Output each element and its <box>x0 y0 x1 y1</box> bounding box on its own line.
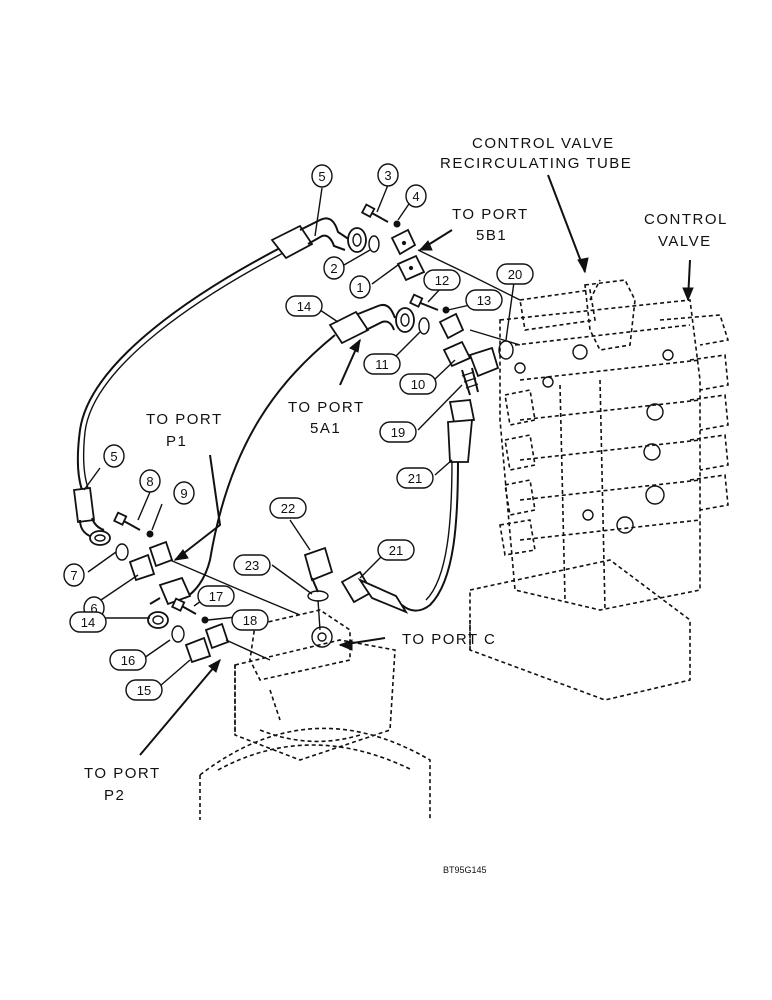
svg-text:7: 7 <box>70 568 77 583</box>
svg-text:10: 10 <box>411 377 425 392</box>
label-control-valve-tube-line1: CONTROL VALVE <box>472 135 615 152</box>
callout-19: 19 <box>379 421 417 443</box>
svg-text:8: 8 <box>146 474 153 489</box>
svg-text:5: 5 <box>318 169 325 184</box>
fittings <box>72 203 521 664</box>
callout-10: 10 <box>399 373 437 395</box>
split-flange-15a <box>184 636 212 664</box>
callouts: 5 3 4 2 1 12 13 20 14 11 10 19 21 5 8 9 … <box>63 163 534 701</box>
label-to-port-5b1-line2: 5B1 <box>476 227 507 244</box>
fitting-21-nut <box>448 399 476 423</box>
label-to-port-5a1-line2: 5A1 <box>310 420 341 437</box>
label-to-port-p2-line2: P2 <box>104 787 125 804</box>
flange-14-upper <box>395 307 415 333</box>
o-ring-11 <box>418 317 430 335</box>
callout-14-upper: 14 <box>285 295 323 317</box>
swing-motor <box>199 609 431 820</box>
svg-text:16: 16 <box>121 653 135 668</box>
callout-5-upper: 5 <box>311 164 333 188</box>
callout-21-lower: 21 <box>377 539 415 561</box>
callout-1: 1 <box>349 275 371 299</box>
split-flange-10a <box>438 312 465 340</box>
callout-18: 18 <box>231 609 269 631</box>
svg-text:21: 21 <box>389 543 403 558</box>
svg-text:2: 2 <box>330 261 337 276</box>
callout-9: 9 <box>173 481 195 505</box>
svg-text:14: 14 <box>297 299 311 314</box>
label-control-valve-tube-line2: RECIRCULATING TUBE <box>440 155 632 172</box>
svg-text:6: 6 <box>90 601 97 616</box>
label-to-port-p1-line1: TO PORT <box>146 411 223 428</box>
callout-2: 2 <box>323 256 345 280</box>
split-flange-6a <box>128 553 156 582</box>
callout-4: 4 <box>405 184 427 208</box>
callout-11: 11 <box>363 353 401 375</box>
svg-text:22: 22 <box>281 501 295 516</box>
svg-text:11: 11 <box>375 357 389 372</box>
label-control-valve-line1: CONTROL <box>644 211 728 228</box>
text-labels: CONTROL VALVE RECIRCULATING TUBE CONTROL… <box>84 135 728 875</box>
svg-text:21: 21 <box>408 471 422 486</box>
callout-7: 7 <box>63 563 85 587</box>
hoses <box>76 247 459 612</box>
callout-20: 20 <box>496 263 534 285</box>
o-ring-20 <box>498 340 514 360</box>
svg-text:12: 12 <box>435 273 449 288</box>
hose-14-crimp-lower <box>158 576 192 606</box>
label-to-port-5b1-line1: TO PORT <box>452 206 529 223</box>
o-ring-2 <box>368 235 380 253</box>
hose-5-crimp-upper <box>270 224 314 260</box>
callout-16: 16 <box>109 649 147 671</box>
elbow-19 <box>468 346 500 378</box>
callout-21-upper: 21 <box>396 467 434 489</box>
svg-text:23: 23 <box>245 558 259 573</box>
label-to-port-p2-line1: TO PORT <box>84 765 161 782</box>
fitting-21-lower-crimp <box>357 577 409 614</box>
svg-text:5: 5 <box>110 449 117 464</box>
callout-14-lower: 14 <box>69 611 107 633</box>
svg-text:9: 9 <box>180 486 187 501</box>
callout-22: 22 <box>269 497 307 519</box>
svg-text:13: 13 <box>477 293 491 308</box>
label-to-port-5a1-line1: TO PORT <box>288 399 365 416</box>
callout-5-lower: 5 <box>103 444 125 468</box>
leader-lines <box>83 174 694 756</box>
o-ring-16 <box>171 625 185 643</box>
label-control-valve-line2: VALVE <box>658 233 712 250</box>
svg-text:1: 1 <box>356 280 363 295</box>
split-flange-6b <box>148 540 174 568</box>
split-flange-15b <box>204 622 230 650</box>
svg-text:20: 20 <box>508 267 522 282</box>
fitting-21-crimp <box>447 419 473 463</box>
drawing-code: BT95G145 <box>443 865 487 875</box>
svg-text:4: 4 <box>412 189 419 204</box>
callout-23: 23 <box>233 554 271 576</box>
svg-text:19: 19 <box>391 425 405 440</box>
callout-3: 3 <box>377 163 399 187</box>
svg-text:17: 17 <box>209 589 223 604</box>
callout-15: 15 <box>125 679 163 701</box>
hose-14-crimp <box>328 310 370 345</box>
hose-5-crimp-lower <box>72 486 96 524</box>
svg-text:18: 18 <box>243 613 257 628</box>
label-to-port-c: TO PORT C <box>402 631 496 648</box>
svg-text:3: 3 <box>384 168 391 183</box>
callout-17: 17 <box>197 585 235 607</box>
split-flange-10b <box>442 340 472 368</box>
callout-12: 12 <box>423 269 461 291</box>
flange-5-lower <box>89 530 111 546</box>
label-to-port-p1-line2: P1 <box>166 433 187 450</box>
svg-text:15: 15 <box>137 683 151 698</box>
callout-13: 13 <box>465 289 503 311</box>
flange-14-lower <box>147 611 169 629</box>
o-ring-7 <box>115 543 129 561</box>
control-valve <box>469 279 730 701</box>
flange-5-upper <box>347 227 367 253</box>
callout-8: 8 <box>139 469 161 493</box>
svg-text:14: 14 <box>81 615 95 630</box>
elbow-22 <box>303 546 334 582</box>
